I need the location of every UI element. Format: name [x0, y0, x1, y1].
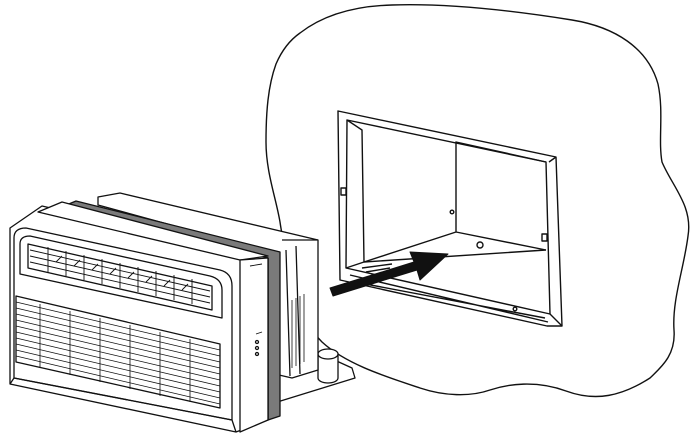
sleeve-screw-back [449, 209, 455, 215]
sleeve-back-panel [346, 119, 547, 263]
sleeve-bracket-left [340, 187, 347, 196]
window-air-conditioner-icon [9, 192, 356, 433]
sleeve-screw-front [512, 306, 518, 312]
louver-vanes [29, 247, 211, 304]
cabinet-side-detail [249, 263, 263, 335]
rear-side-fins [291, 294, 305, 368]
cabinet-top-face [37, 201, 269, 261]
sleeve-rail [361, 263, 393, 273]
cabinet-side-face [239, 257, 269, 433]
intake-grille-slats [15, 301, 221, 405]
sleeve-bracket-right [541, 233, 548, 242]
side-button [254, 351, 260, 357]
front-bottom-edge [9, 377, 237, 433]
drain-cylinder [317, 348, 339, 384]
side-button [254, 339, 260, 345]
side-button [254, 345, 260, 351]
sleeve-floor [345, 249, 549, 323]
sleeve-screw [476, 241, 484, 249]
insertion-arrow-icon [329, 251, 449, 297]
sleeve-side-depth [548, 156, 563, 327]
rear-cabinet-side [282, 239, 318, 377]
